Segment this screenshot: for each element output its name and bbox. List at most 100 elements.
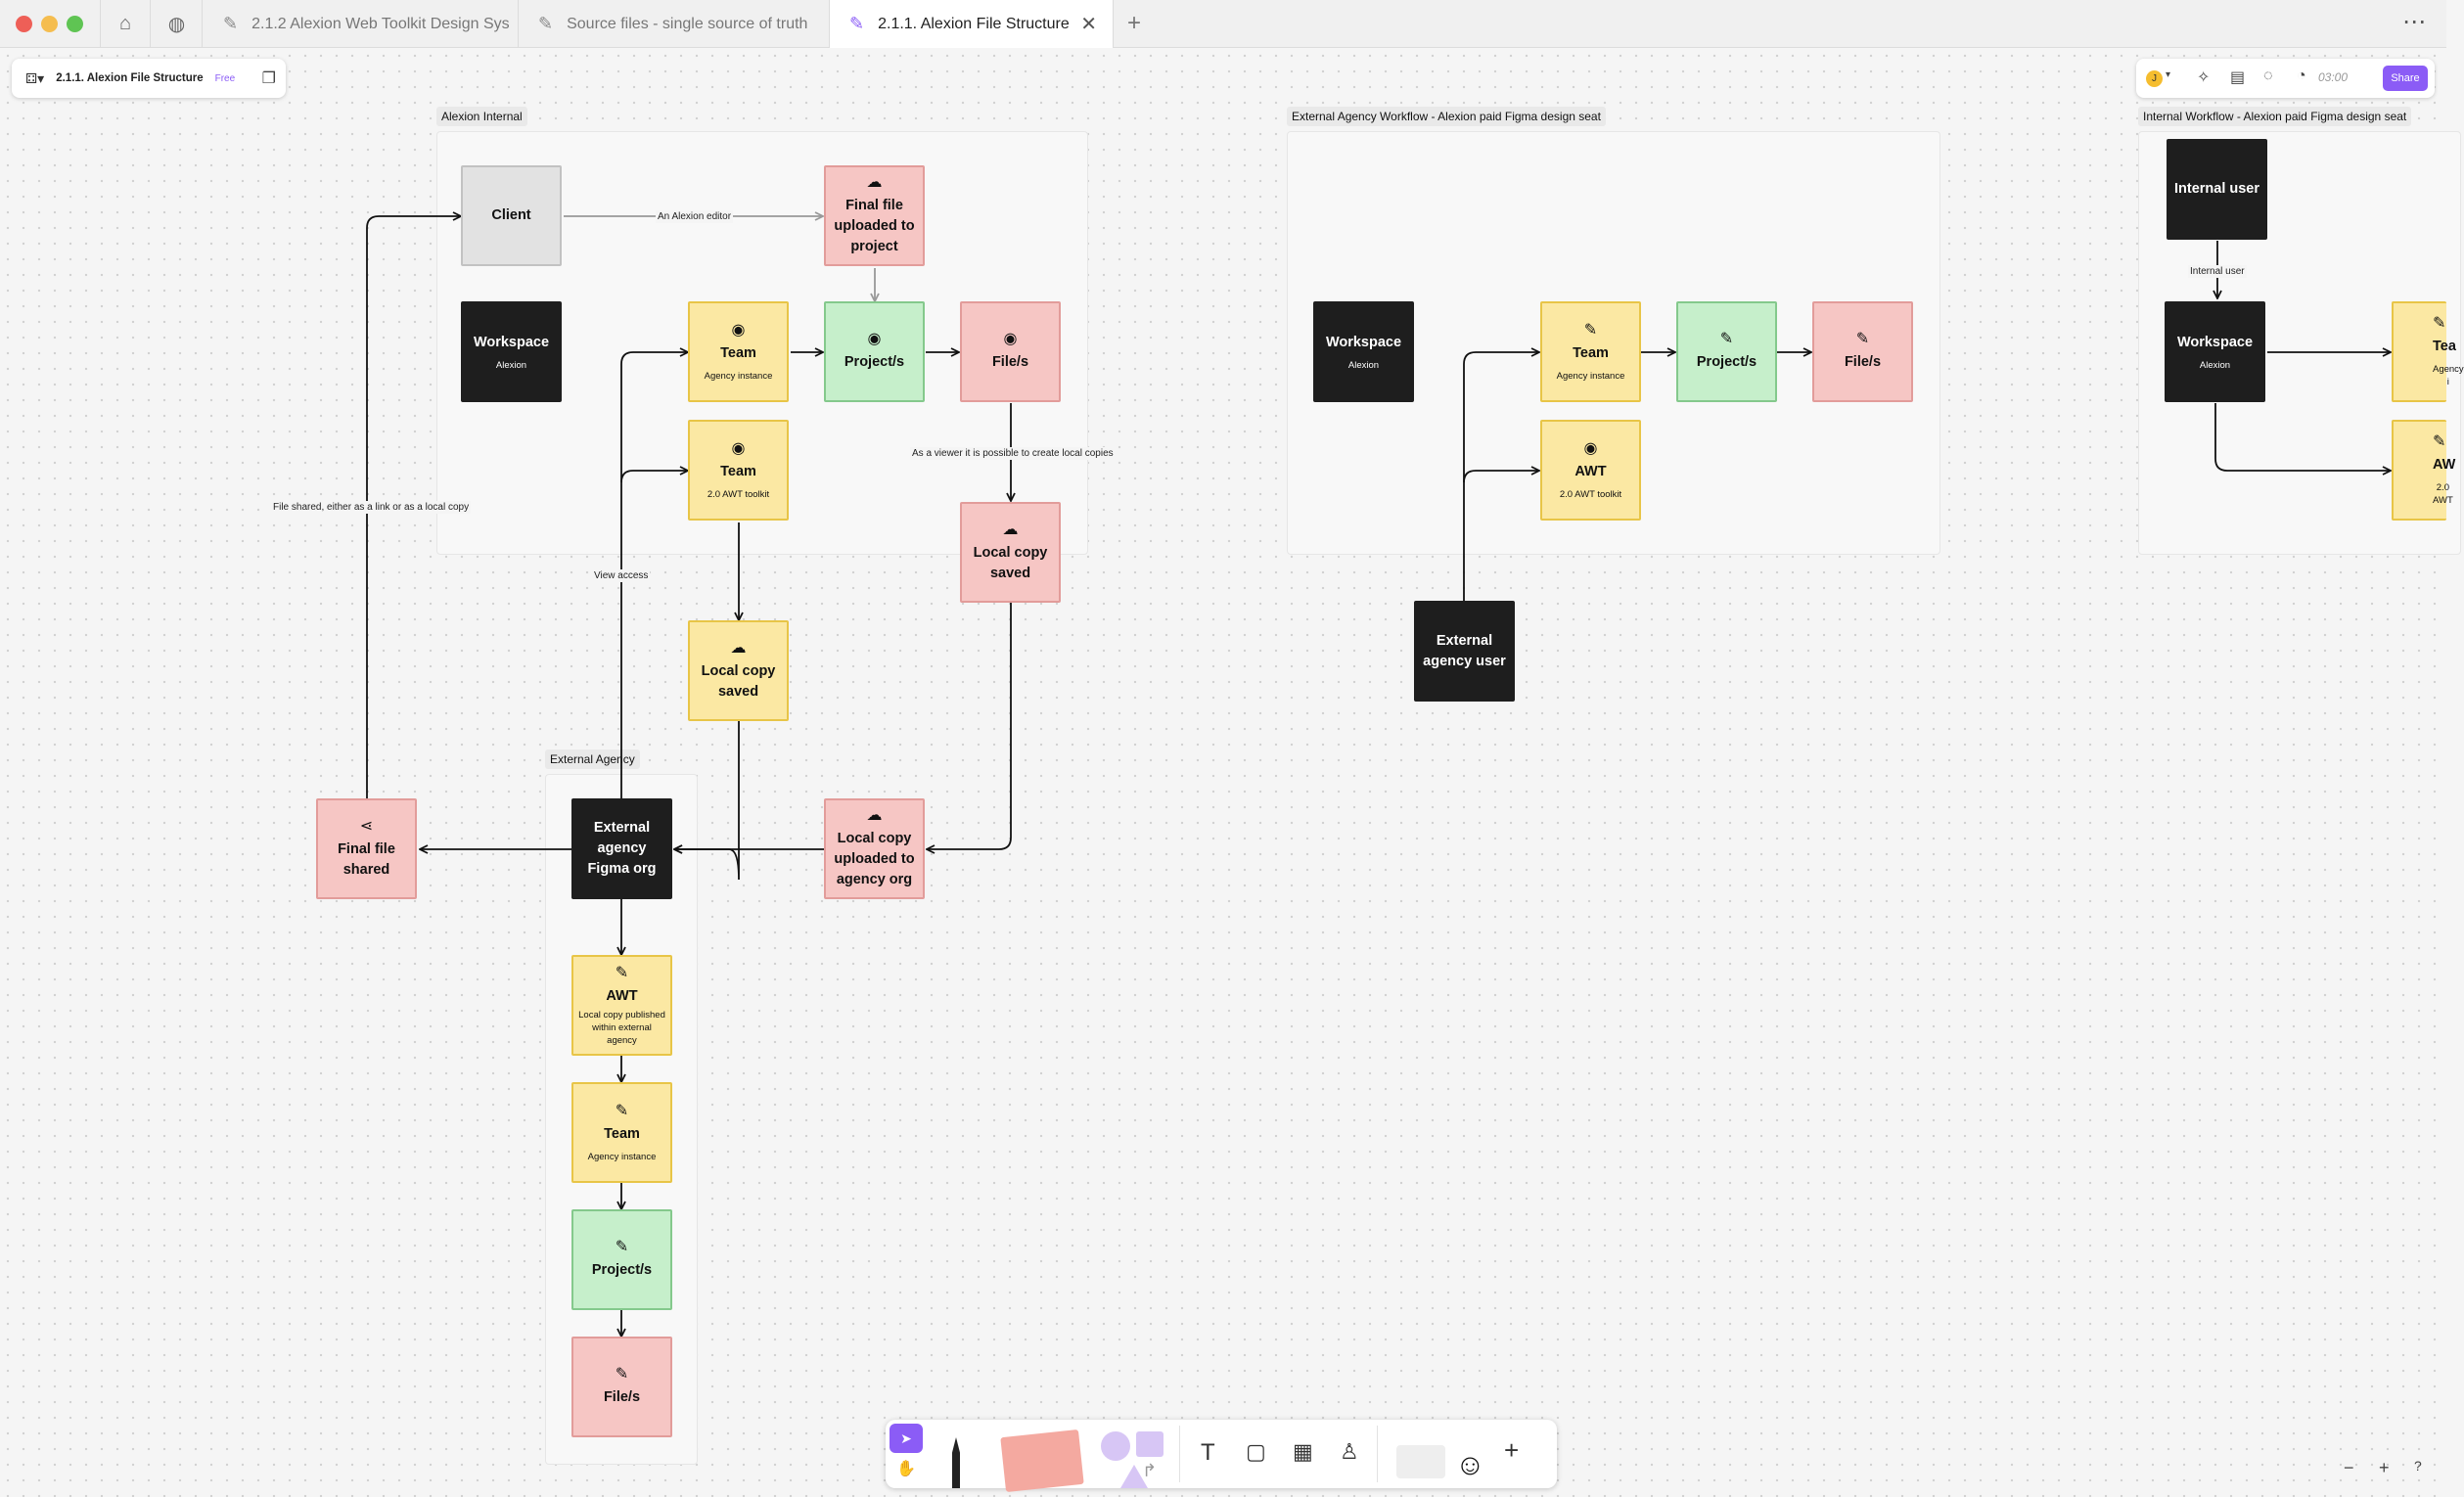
edge-local-copy-to-agency — [927, 602, 1012, 849]
comment-icon[interactable]: ◌ — [2263, 68, 2273, 84]
cloud-upload-icon: ☁ — [730, 639, 747, 657]
more-menu-button[interactable]: ⋯ — [2402, 9, 2426, 35]
node-wf-files[interactable]: ✎ File/s — [1812, 301, 1913, 402]
node-title: Final file shared — [338, 840, 395, 878]
share-button[interactable]: Share — [2383, 66, 2428, 91]
zoom-in-button[interactable]: + — [2379, 1458, 2390, 1477]
node-subtitle: Agency instance — [1556, 370, 1625, 382]
pen-tool-icon[interactable] — [944, 1428, 968, 1488]
node-wf-projects[interactable]: ✎ Project/s — [1676, 301, 1777, 402]
timer-icon[interactable]: ◔ — [2297, 68, 2306, 84]
node-subtitle: Local copy published within external age… — [578, 1009, 665, 1046]
toolbar-divider — [1179, 1426, 1180, 1482]
node-title: Team — [1573, 344, 1609, 361]
shapes-tool-icon[interactable] — [1101, 1431, 1130, 1461]
eye-icon: ◉ — [867, 331, 882, 347]
minimize-window-button[interactable] — [41, 16, 58, 32]
pencil-icon: ✎ — [1719, 331, 1734, 347]
node-title: AWT — [606, 987, 638, 1004]
emoji-icon[interactable]: ☺ — [1455, 1449, 1485, 1481]
templates-icon[interactable]: ▤ — [2230, 69, 2246, 86]
node-team-awt[interactable]: ◉ Team 2.0 AWT toolkit — [688, 420, 789, 521]
timer-value: 03:00 — [2318, 70, 2349, 84]
node-iw-team[interactable]: ✎ Tea Agency i — [2392, 301, 2464, 402]
help-button[interactable]: ? — [2414, 1458, 2422, 1474]
edge-label: An Alexion editor — [656, 210, 734, 223]
node-files[interactable]: ◉ File/s — [960, 301, 1061, 402]
chevron-down-icon[interactable]: ▾ — [2166, 69, 2171, 80]
main-menu-icon[interactable]: ⚃▾ — [25, 69, 45, 86]
edge-view-access-awt — [620, 471, 688, 483]
node-local-copy-saved-2[interactable]: ☁ Local copy saved — [960, 502, 1061, 603]
pages-panel-icon[interactable]: ❐ — [261, 70, 276, 87]
triangle-shape-icon[interactable] — [1120, 1465, 1148, 1488]
figma-file-icon: ✎ — [223, 14, 239, 33]
eye-icon: ◉ — [1003, 331, 1018, 347]
new-tab-button[interactable]: + — [1127, 10, 1142, 36]
node-wf-team[interactable]: ✎ Team Agency instance — [1540, 301, 1641, 402]
node-title: Team — [720, 344, 756, 361]
node-final-file-uploaded[interactable]: ☁ Final file uploaded to project — [824, 165, 925, 266]
node-local-copy-uploaded-agency[interactable]: ☁ Local copy uploaded to agency org — [824, 798, 925, 899]
table-tool-icon[interactable]: ▦ — [1293, 1439, 1313, 1464]
close-window-button[interactable] — [16, 16, 32, 32]
node-client[interactable]: Client — [461, 165, 562, 266]
maximize-window-button[interactable] — [67, 16, 83, 32]
node-wf-awt[interactable]: ◉ AWT 2.0 AWT toolkit — [1540, 420, 1641, 521]
select-tool-icon[interactable]: ➤ — [890, 1424, 923, 1453]
file-name[interactable]: 2.1.1. Alexion File Structure — [56, 72, 204, 84]
node-projects[interactable]: ◉ Project/s — [824, 301, 925, 402]
node-files-external[interactable]: ✎ File/s — [571, 1337, 672, 1437]
node-iw-workspace[interactable]: Workspace Alexion — [2165, 301, 2265, 402]
section-label: Internal Workflow - Alexion paid Figma d… — [2138, 107, 2412, 126]
connector-tool-icon[interactable]: ↱ — [1142, 1461, 1158, 1480]
node-team-agency[interactable]: ◉ Team Agency instance — [688, 301, 789, 402]
node-subtitle: Alexion — [495, 359, 527, 371]
connectors-layer — [366, 48, 2446, 1497]
node-subtitle: 2.0 AWT toolkit — [707, 488, 770, 500]
section-label: External Agency — [545, 749, 640, 769]
node-title: Workspace — [2176, 334, 2254, 350]
tab-file-structure[interactable]: ✎ 2.1.1. Alexion File Structure ✕ — [830, 0, 1114, 48]
home-icon[interactable]: ⌂ — [100, 0, 151, 48]
node-title: Project/s — [844, 354, 905, 370]
tab-design-system[interactable]: ✎ 2.1.2 Alexion Web Toolkit Design Sys — [204, 0, 519, 48]
pencil-icon: ✎ — [2433, 433, 2446, 450]
stamp-tool-icon[interactable]: ♙ — [1340, 1439, 1359, 1464]
plan-badge[interactable]: Free — [214, 72, 236, 84]
stickers-icon[interactable] — [1396, 1445, 1445, 1478]
node-projects-external[interactable]: ✎ Project/s — [571, 1209, 672, 1310]
ai-sparkle-icon[interactable]: ✧ — [2197, 69, 2211, 86]
tab-source-files[interactable]: ✎ Source files - single source of truth — [519, 0, 830, 48]
community-globe-icon[interactable]: ◍ — [152, 0, 203, 48]
rectangle-shape-icon[interactable] — [1136, 1431, 1164, 1457]
edge-view-access-team — [620, 352, 688, 798]
node-wf-external-user[interactable]: External agency user — [1414, 601, 1515, 702]
node-team-external[interactable]: ✎ Team Agency instance — [571, 1082, 672, 1183]
node-final-file-shared[interactable]: ⋖ Final file shared — [316, 798, 417, 899]
sticky-notes-icon[interactable] — [1000, 1429, 1084, 1493]
node-local-copy-saved-1[interactable]: ☁ Local copy saved — [688, 620, 789, 721]
text-tool-icon[interactable]: T — [1201, 1439, 1215, 1466]
node-iw-internal-user[interactable]: Internal user — [2167, 139, 2267, 240]
hand-tool-icon[interactable]: ✋ — [896, 1461, 916, 1477]
pencil-icon: ✎ — [1583, 321, 1598, 339]
node-awt-external[interactable]: ✎ AWT Local copy published within extern… — [571, 955, 672, 1056]
node-title: AWT — [1574, 463, 1607, 479]
cloud-upload-icon: ☁ — [866, 174, 883, 191]
node-title: File/s — [991, 354, 1029, 370]
close-tab-icon[interactable]: ✕ — [1080, 14, 1097, 35]
node-iw-awt[interactable]: ✎ AW 2.0 AWT — [2392, 420, 2455, 521]
figjam-canvas[interactable]: Alexion Internal External Agency Externa… — [0, 48, 2464, 1497]
node-workspace[interactable]: Workspace Alexion — [461, 301, 562, 402]
node-subtitle: Alexion — [2199, 359, 2231, 371]
node-external-agency-org[interactable]: External agency Figma org — [571, 798, 672, 899]
eye-icon: ◉ — [731, 439, 746, 457]
figjam-file-icon: ✎ — [849, 14, 865, 33]
section-label: Alexion Internal — [436, 107, 527, 126]
user-avatar[interactable]: J — [2146, 70, 2163, 87]
zoom-out-button[interactable]: − — [2344, 1458, 2354, 1477]
node-wf-workspace[interactable]: Workspace Alexion — [1313, 301, 1414, 402]
more-tools-icon[interactable]: + — [1504, 1435, 1520, 1465]
section-tool-icon[interactable]: ▢ — [1246, 1439, 1266, 1464]
